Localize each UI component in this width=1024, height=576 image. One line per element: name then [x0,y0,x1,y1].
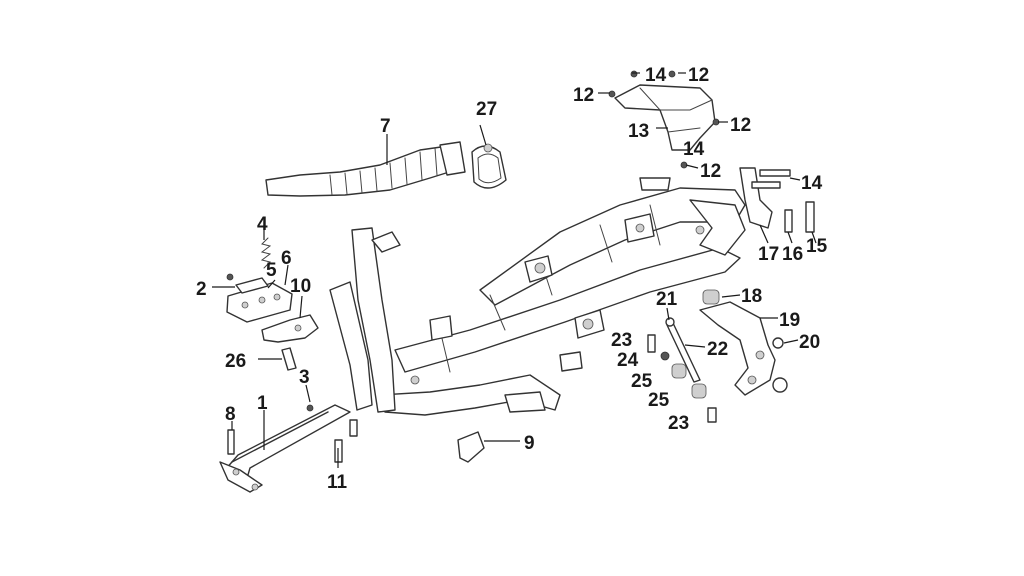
part-26-pin [281,347,297,371]
callout-25: 25 [631,371,653,392]
callout-12: 12 [730,115,751,136]
part-19-swingarm-link [699,301,776,396]
callout-19: 19 [779,310,800,331]
callout-labels: 1 2 3 4 5 6 7 8 9 10 11 12 12 12 12 12 1… [196,65,828,493]
callout-27: 27 [476,99,497,120]
part-3-bolt [306,404,314,412]
callout-12: 12 [700,161,721,182]
part-8-bolt [227,429,235,455]
part-25-bushings [671,363,707,399]
callout-22: 22 [707,339,728,360]
callout-6: 6 [281,248,292,269]
callout-15: 15 [806,236,828,257]
callout-20: 20 [799,332,820,353]
leader-lines [212,72,817,468]
part-2-6-bracket-plate [226,273,293,323]
callout-24: 24 [617,350,639,371]
callout-23: 23 [611,330,632,351]
callout-8: 8 [225,404,236,425]
part-9-bracket [457,431,485,463]
callout-1: 1 [257,393,268,414]
callout-13: 13 [628,121,649,142]
part-14-bolts [751,169,791,189]
callout-26: 26 [225,351,246,372]
callout-2: 2 [196,279,207,300]
part-23-bolts [647,334,717,423]
callout-3: 3 [299,367,310,388]
part-17-mount-bracket [739,167,773,229]
part-10-bracket [261,314,319,343]
part-15-bolt [805,201,815,233]
callout-7: 7 [380,116,391,137]
part-21-washer [665,317,675,327]
callout-14: 14 [801,173,823,194]
part-18-bushing [702,289,720,305]
callout-14: 14 [683,139,705,160]
part-24-nut [660,351,670,361]
part-7-intake-hose [265,141,466,197]
callout-5: 5 [266,260,277,281]
callout-14: 14 [645,65,667,86]
callout-23: 23 [668,413,689,434]
callout-18: 18 [741,286,762,307]
part-13-rear-carrier [608,70,720,169]
callout-9: 9 [524,433,535,454]
part-20-cap [772,337,788,393]
main-frame [329,177,746,416]
callout-25: 25 [648,390,670,411]
callout-12: 12 [688,65,709,86]
callout-11: 11 [327,472,348,493]
part-16-bolt [784,209,793,233]
callout-21: 21 [656,289,678,310]
callout-16: 16 [782,244,803,265]
callout-4: 4 [257,214,268,235]
part-1-side-stand [219,404,351,493]
part-27-hose-clamp [471,143,507,189]
callout-12: 12 [573,85,594,106]
part-4-spring [260,237,272,269]
callout-17: 17 [758,244,779,265]
callout-10: 10 [290,276,311,297]
